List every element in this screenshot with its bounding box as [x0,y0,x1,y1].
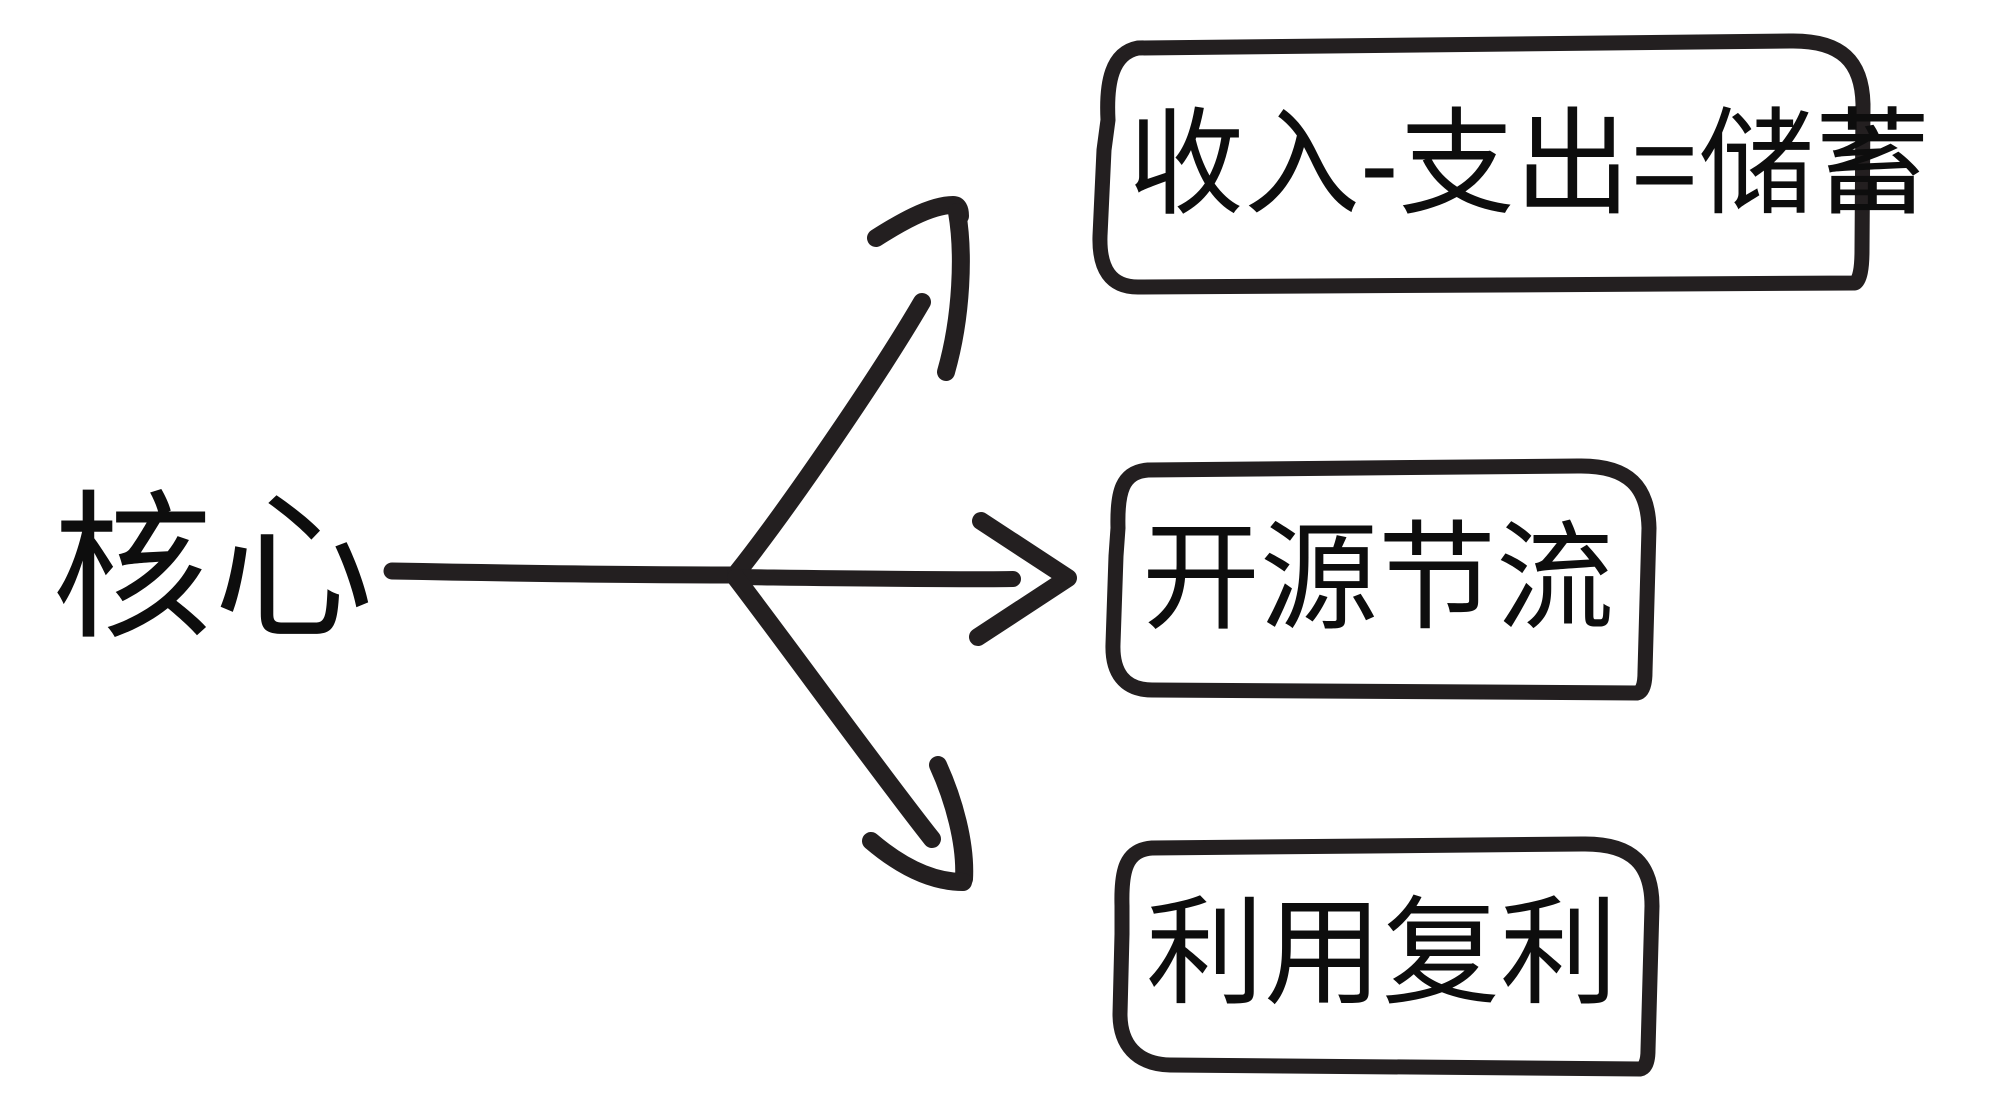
branch-node-income-expense[interactable]: 收入-支出=储蓄 [1098,44,1930,284]
branch-down-arrowhead-barb-upper [929,756,974,888]
branch-node-label: 收入-支出=储蓄 [1128,99,1931,229]
branch-up-connector [727,293,931,583]
branch-node-compound-interest[interactable]: 利用复利 [1116,844,1654,1064]
trunk-line [383,562,745,584]
branch-down-connector [727,569,941,848]
root-node-label: 核心 [52,479,376,658]
branch-mid-arrowhead [969,512,1077,646]
branch-box-outline-1 [1105,458,1657,701]
branch-box-outline-0 [1092,33,1871,295]
branch-mid-connector [728,569,1021,588]
branch-node-increase-income-reduce-spending[interactable]: 开源节流 [1112,466,1652,692]
branch-box-outline-2 [1112,836,1660,1077]
branch-node-label: 开源节流 [1142,513,1615,645]
branch-up-arrowhead-barb-left [867,196,969,247]
branch-node-label: 利用复利 [1146,888,1619,1020]
branch-down-arrowhead-barb-lower [862,832,972,891]
branch-up-arrowhead-barb-right [937,203,970,381]
